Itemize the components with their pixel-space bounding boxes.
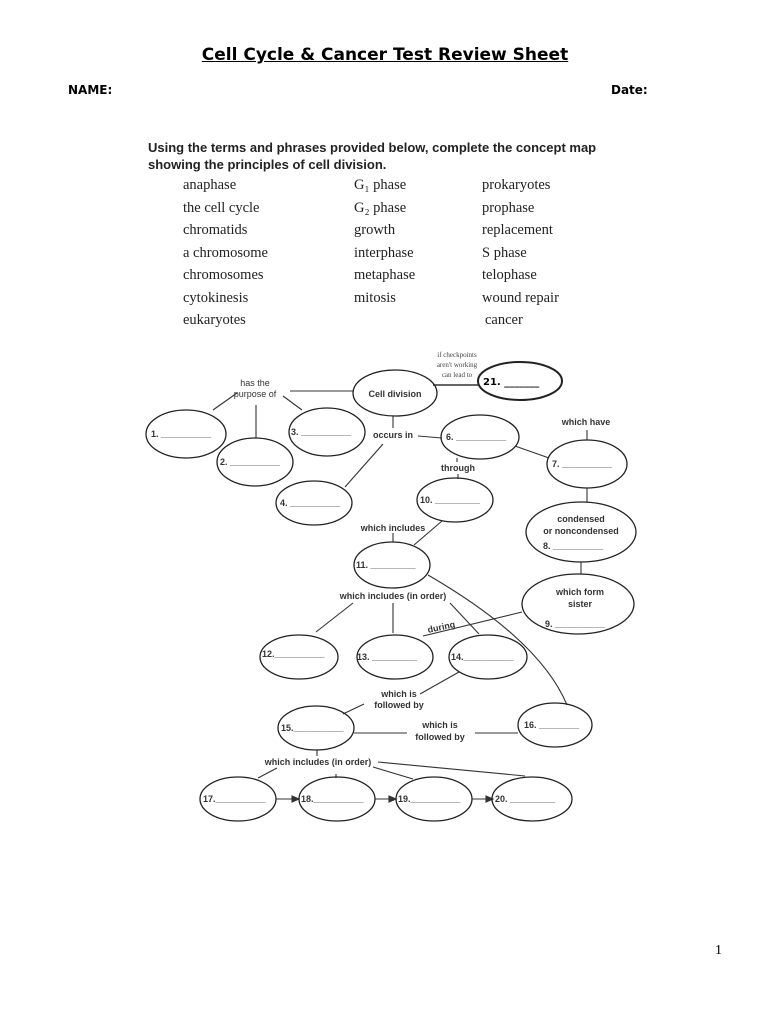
node-8[interactable]	[525, 501, 637, 563]
title-text: Cell Cycle & Cancer Test Review Sheet	[201, 45, 569, 65]
link-followed-by-2b: followed by	[415, 732, 465, 742]
link-purpose-1: has the	[240, 378, 270, 388]
blank-3[interactable]: 3. __________	[291, 427, 352, 437]
term-item: metaphase	[354, 267, 416, 283]
checkpoint-text-3: can lead to	[442, 371, 473, 379]
term-item: eukaryotes	[183, 312, 246, 328]
blank-6[interactable]: 6. __________	[446, 432, 507, 442]
term-item: interphase	[354, 244, 414, 261]
blank-14[interactable]: 14.__________	[451, 652, 515, 662]
link-which-includes: which includes	[360, 523, 426, 533]
link-purpose-2: purpose of	[234, 389, 277, 399]
blank-1[interactable]: 1. __________	[151, 429, 212, 439]
blank-9[interactable]: 9. __________	[545, 619, 606, 629]
blank-21[interactable]: 21. _______	[483, 377, 539, 388]
term-item: cytokinesis	[183, 289, 249, 306]
instructions: Using the terms and phrases provided bel…	[148, 140, 597, 172]
blank-7[interactable]: 7. __________	[552, 459, 613, 469]
term-item: anaphase	[183, 177, 237, 193]
page-number: 1	[715, 943, 722, 958]
term-item: telophase	[482, 267, 537, 283]
checkpoint-text-2: aren't working	[437, 361, 478, 369]
link-followed-by-1a: which is	[380, 689, 417, 699]
node-cell-division	[352, 369, 438, 417]
node-cell-division-label: Cell division	[368, 389, 421, 399]
blank-10[interactable]: 10. _________	[420, 495, 481, 505]
checkpoint-text-1: if checkpoints	[437, 351, 477, 359]
blank-13[interactable]: 13. _________	[357, 652, 418, 662]
blank-20[interactable]: 20. _________	[495, 794, 556, 804]
node-8-text-2: or noncondensed	[543, 526, 619, 536]
node-19[interactable]	[395, 776, 473, 822]
node-3[interactable]	[288, 407, 366, 457]
node-6[interactable]	[440, 414, 520, 460]
link-occurs-in: occurs in	[373, 430, 413, 440]
blank-17[interactable]: 17.__________	[203, 794, 267, 804]
date-label: Date:	[611, 83, 648, 97]
term-item: growth	[354, 222, 396, 238]
link-followed-by-2a: which is	[421, 720, 458, 730]
node-1[interactable]	[145, 409, 227, 459]
link-followed-by-1b: followed by	[374, 700, 424, 710]
blank-2[interactable]: 2. __________	[220, 457, 281, 467]
link-which-have: which have	[561, 417, 611, 427]
term-item: chromatids	[183, 222, 248, 238]
node-10[interactable]	[416, 477, 494, 523]
term-item: a chromosome	[183, 244, 268, 261]
node-17[interactable]	[199, 776, 277, 822]
node-18[interactable]	[298, 776, 376, 822]
link-during: during	[427, 619, 456, 635]
blank-15[interactable]: 15.__________	[281, 723, 345, 733]
node-9-text-1: which form	[555, 587, 604, 597]
node-21[interactable]	[477, 361, 563, 401]
node-12[interactable]	[259, 634, 339, 680]
term-item: prophase	[482, 199, 535, 216]
node-20[interactable]	[491, 776, 573, 822]
node-13[interactable]	[356, 634, 434, 680]
link-through: through	[441, 463, 475, 473]
blank-12[interactable]: 12.__________	[262, 649, 326, 659]
term-item: G₂ phase	[354, 199, 407, 216]
node-9-text-2: sister	[568, 599, 593, 609]
term-item: G₁ phase	[354, 177, 407, 193]
node-15[interactable]	[277, 705, 355, 751]
link-includes-in-order-1: which includes (in order)	[339, 591, 447, 601]
term-item: wound repair	[482, 289, 559, 306]
blank-11[interactable]: 11. _________	[356, 560, 417, 570]
connectors	[212, 384, 588, 803]
term-item: chromosomes	[183, 267, 264, 283]
link-includes-in-order-2: which includes (in order)	[264, 757, 372, 767]
term-item: S phase	[482, 244, 527, 261]
blank-16[interactable]: 16. ________	[524, 720, 580, 730]
term-item: replacement	[482, 222, 553, 238]
blank-4[interactable]: 4. __________	[280, 498, 341, 508]
node-16[interactable]	[517, 702, 593, 748]
blank-18[interactable]: 18.__________	[301, 794, 365, 804]
name-label: NAME:	[68, 83, 113, 97]
term-item: the cell cycle	[183, 199, 260, 216]
blank-8[interactable]: 8. __________	[543, 541, 604, 551]
term-item: mitosis	[354, 289, 396, 306]
blank-19[interactable]: 19.__________	[398, 794, 462, 804]
node-8-text-1: condensed	[557, 514, 605, 524]
node-2[interactable]	[216, 437, 294, 487]
term-item: prokaryotes	[482, 177, 551, 193]
term-item: cancer	[485, 312, 523, 328]
node-7[interactable]	[546, 439, 628, 489]
node-14[interactable]	[448, 634, 528, 680]
node-9[interactable]	[521, 573, 635, 635]
page-title: Cell Cycle & Cancer Test Review Sheet	[0, 45, 770, 65]
node-4[interactable]	[275, 480, 353, 526]
node-11[interactable]	[353, 541, 431, 589]
